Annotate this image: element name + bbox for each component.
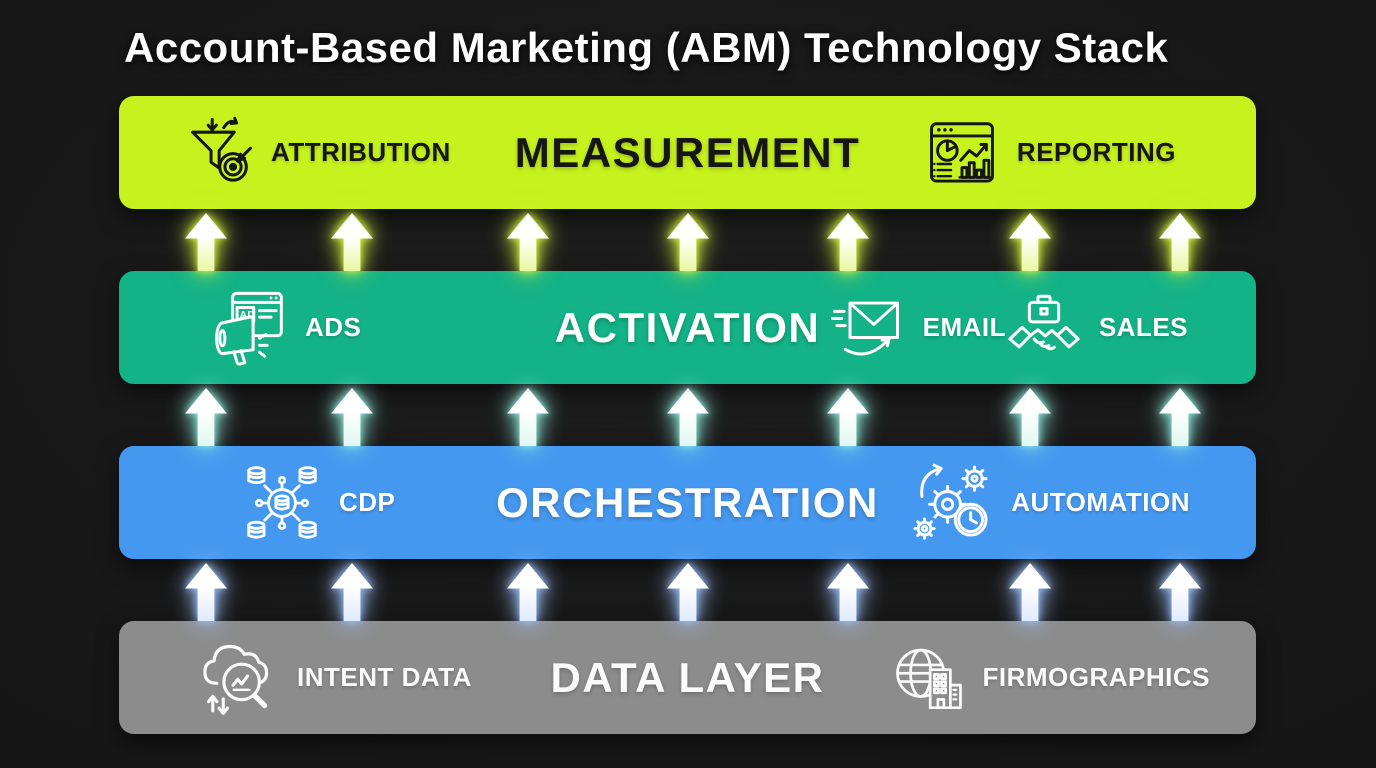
sales-label: SALES [1098,312,1188,342]
up-arrow-icon [1009,213,1051,271]
intent-data-label: INTENT DATA [297,662,472,692]
automation-label: AUTOMATION [1011,487,1190,517]
up-arrow-icon [827,563,869,621]
up-arrow-icon [331,388,373,446]
sales-item: SALES [1005,271,1188,384]
automation-item: AUTOMATION [913,446,1190,559]
attribution-label: ATTRIBUTION [271,137,451,167]
sales-icon [1005,289,1083,367]
layer-orchestration: CDP ORCHESTRATION AUTOMATION [119,446,1256,559]
ads-item: AD ADS [207,271,361,384]
up-arrow-icon [185,213,227,271]
firmographics-label: FIRMOGRAPHICS [982,662,1210,692]
up-arrow-icon [1009,563,1051,621]
cdp-item: CDP [241,446,395,559]
up-arrow-icon [507,388,549,446]
firmographics-icon [891,640,967,716]
up-arrow-icon [667,563,709,621]
up-arrow-icon [827,213,869,271]
up-arrow-icon [827,388,869,446]
firmographics-item: FIRMOGRAPHICS [891,621,1211,734]
up-arrow-icon [331,563,373,621]
intent-data-item: INTENT DATA [197,621,472,734]
up-arrow-icon [185,563,227,621]
reporting-label: REPORTING [1016,137,1176,167]
cdp-label: CDP [339,487,396,517]
layer-activation: AD ADS ACTIVATION [119,271,1256,384]
up-arrow-icon [331,213,373,271]
reporting-icon [923,114,1001,192]
up-arrow-icon [667,213,709,271]
layer-measurement: ATTRIBUTION MEASUREMENT [119,96,1256,209]
reporting-item: REPORTING [923,96,1176,209]
up-arrow-icon [507,563,549,621]
up-arrow-icon [507,213,549,271]
automation-icon [913,462,995,544]
cdp-icon [241,462,323,544]
up-arrow-icon [185,388,227,446]
up-arrow-icon [1159,213,1201,271]
ads-label: ADS [305,312,362,342]
ads-icon: AD [207,287,289,369]
attribution-item: ATTRIBUTION [181,96,451,209]
email-icon [830,290,907,366]
attribution-icon [181,116,255,190]
email-label: EMAIL [922,312,1006,342]
up-arrow-icon [667,388,709,446]
layer-data: INTENT DATA DATA LAYER FIRMOGRAPHICS [119,621,1256,734]
up-arrow-icon [1009,388,1051,446]
intent-data-icon [197,636,281,720]
up-arrow-icon [1159,388,1201,446]
up-arrow-icon [1159,563,1201,621]
email-item: EMAIL [830,271,1006,384]
page-title: Account-Based Marketing (ABM) Technology… [124,24,1169,71]
